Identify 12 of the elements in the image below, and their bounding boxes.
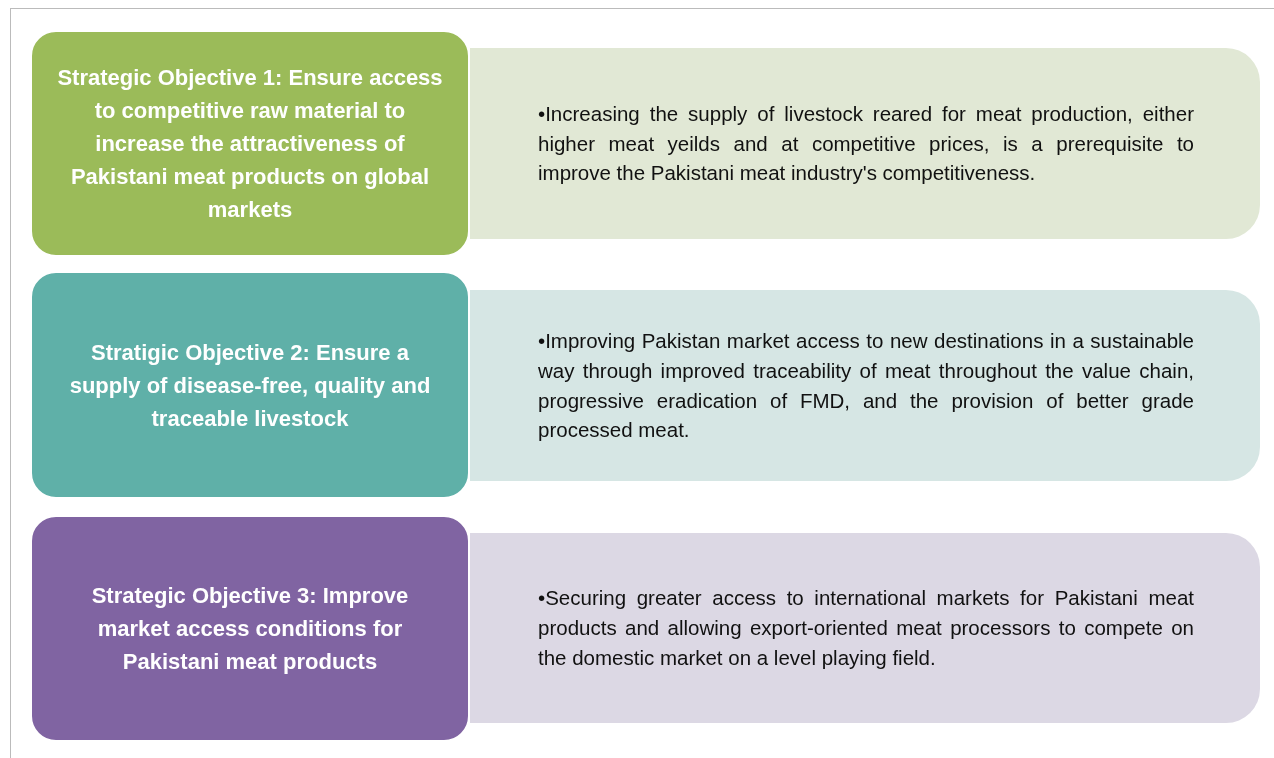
description-box <box>470 290 1260 481</box>
bullet-text: •Securing greater access to international markets for Pakistani meat products and allowing export-oriented meat processors to compete on the domestic market on a level playing field. <box>538 585 1194 671</box>
description-box <box>470 533 1260 723</box>
description-box <box>470 48 1260 239</box>
objective-box <box>30 515 470 742</box>
bullet-text: •Increasing the supply of livestock reared for meat production, either higher meat yeilds and at competitive prices, is a prerequisite to improve the Pakistani meat industry's competitiveness. <box>538 100 1194 187</box>
objective-box <box>30 271 470 499</box>
objective-title: Strategic Objective 3: Improve market access conditions for Pakistani meat products <box>90 582 410 676</box>
objective-title: Strategic Objective 1: Ensure access to competitive raw material to increase the attractiveness of Pakistani meat products on global markets <box>56 64 444 224</box>
objective-box <box>30 30 470 257</box>
bullet-text: •Improving Pakistan market access to new destinations in a sustainable way through improved traceability of meat throughout the value chain, progressive eradication of FMD, and the provision of better grade processed meat. <box>538 328 1194 444</box>
objective-title: Stratigic Objective 2: Ensure a supply of disease-free, quality and traceable livestock <box>68 338 432 433</box>
